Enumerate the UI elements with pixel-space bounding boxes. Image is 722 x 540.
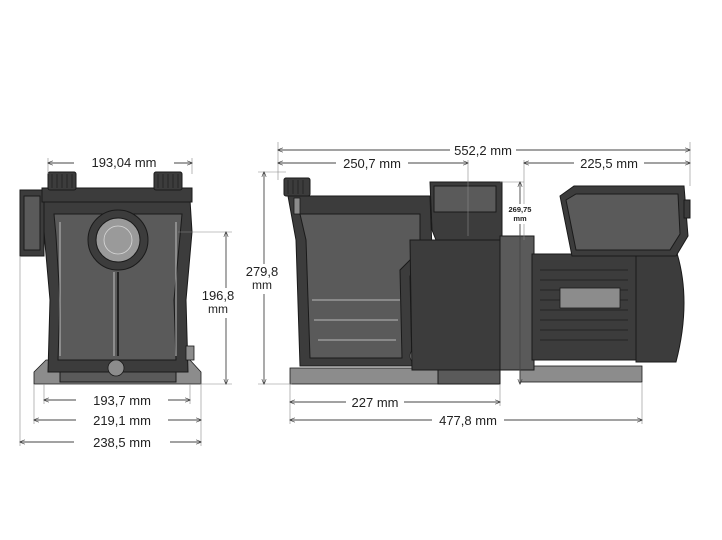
- side-motor-length-label: 225,5 mm: [580, 156, 638, 171]
- side-base-inner-label: 227 mm: [352, 395, 399, 410]
- side-overall-length-label: 552,2 mm: [454, 143, 512, 158]
- side-outlet-height-unit: mm: [513, 214, 527, 223]
- side-base-outer-label: 477,8 mm: [439, 413, 497, 428]
- front-height-label: 196,8: [202, 288, 235, 303]
- front-base-inner-label: 193,7 mm: [93, 393, 151, 408]
- front-top-width-label: 193,04 mm: [91, 155, 156, 170]
- side-view-pump: [283, 177, 691, 385]
- side-basket-length-label: 250,7 mm: [343, 156, 401, 171]
- front-base-outer-label: 219,1 mm: [93, 413, 151, 428]
- side-outlet-height-label: 269,75: [509, 205, 532, 214]
- dimension-labels: 193,04 mm 196,8 mm 193,7 mm 219,1 mm 238…: [74, 142, 644, 450]
- front-view-pump: [19, 171, 202, 385]
- front-overall-label: 238,5 mm: [93, 435, 151, 450]
- side-height-unit: mm: [252, 278, 272, 292]
- side-height-label: 279,8: [246, 264, 279, 279]
- front-height-unit: mm: [208, 302, 228, 316]
